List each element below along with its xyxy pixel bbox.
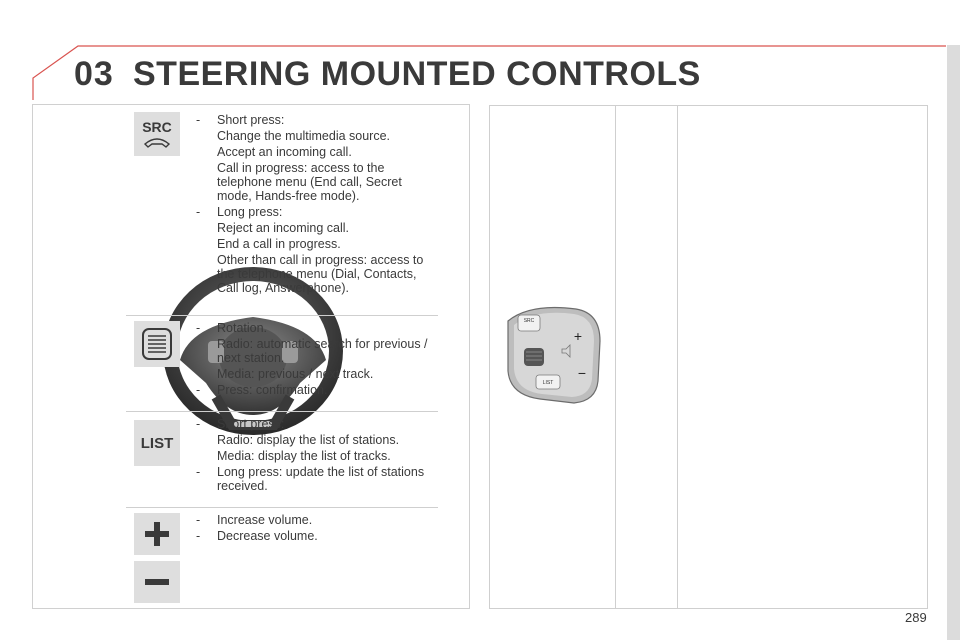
sub-item: Radio: display the list of stations.	[217, 433, 400, 447]
row-separator	[126, 411, 438, 412]
icon-column	[616, 106, 678, 608]
sub-item: Accept an incoming call.	[217, 145, 352, 159]
controls-illustration-cell: SRC LIST + −	[490, 106, 616, 608]
bullet-item: -Short press:	[196, 113, 285, 127]
page-title: STEERING MOUNTED CONTROLS	[133, 55, 701, 93]
list-description: -Short press: Radio: display the list of…	[196, 417, 432, 495]
list-button-icon: LIST	[134, 420, 180, 466]
side-tab-bar	[947, 45, 960, 640]
sub-item: Reject an incoming call.	[217, 221, 350, 235]
svg-text:−: −	[578, 365, 586, 381]
svg-text:+: +	[574, 328, 582, 344]
src-description: -Short press: Change the multimedia sour…	[196, 113, 432, 297]
volume-description: -Increase volume. -Decrease volume.	[196, 513, 432, 545]
row-separator	[126, 315, 438, 316]
chapter-number: 03	[74, 55, 114, 93]
sub-item: Call in progress: access to the telephon…	[217, 161, 402, 203]
sub-item: End a call in progress.	[217, 237, 341, 251]
bullet-item: -Long press:	[196, 205, 283, 219]
sub-item: Other than call in progress: access to t…	[217, 253, 424, 295]
control-stalk-icon: SRC LIST + −	[507, 306, 601, 404]
page-number: 289	[905, 610, 927, 625]
sub-item: Radio: automatic search for previous / n…	[217, 337, 428, 365]
src-button-icon: SRC	[134, 112, 180, 156]
controls-table: SRC LIST + −	[489, 105, 928, 609]
bullet-item: -Decrease volume.	[196, 529, 318, 543]
sub-item: Media: display the list of tracks.	[217, 449, 391, 463]
header-frame	[32, 45, 946, 100]
bullet-item: -Press: confirmation.	[196, 383, 328, 397]
row-separator	[126, 507, 438, 508]
sub-item: Media: previous / next track.	[217, 367, 374, 381]
bullet-item: -Long press: update the list of stations…	[196, 465, 425, 493]
volume-down-icon	[134, 561, 180, 603]
sub-item: Change the multimedia source.	[217, 129, 391, 143]
thumbwheel-icon	[134, 321, 180, 367]
bullet-item: -Increase volume.	[196, 513, 313, 527]
bullet-item: -Short press:	[196, 417, 285, 431]
volume-up-icon	[134, 513, 180, 555]
stalk-src-label: SRC	[524, 318, 535, 324]
svg-text:SRC: SRC	[142, 119, 172, 135]
bullet-item: -Rotation.	[196, 321, 268, 335]
stalk-list-label: LIST	[543, 380, 554, 386]
thumbwheel-description: -Rotation. Radio: automatic search for p…	[196, 321, 432, 399]
